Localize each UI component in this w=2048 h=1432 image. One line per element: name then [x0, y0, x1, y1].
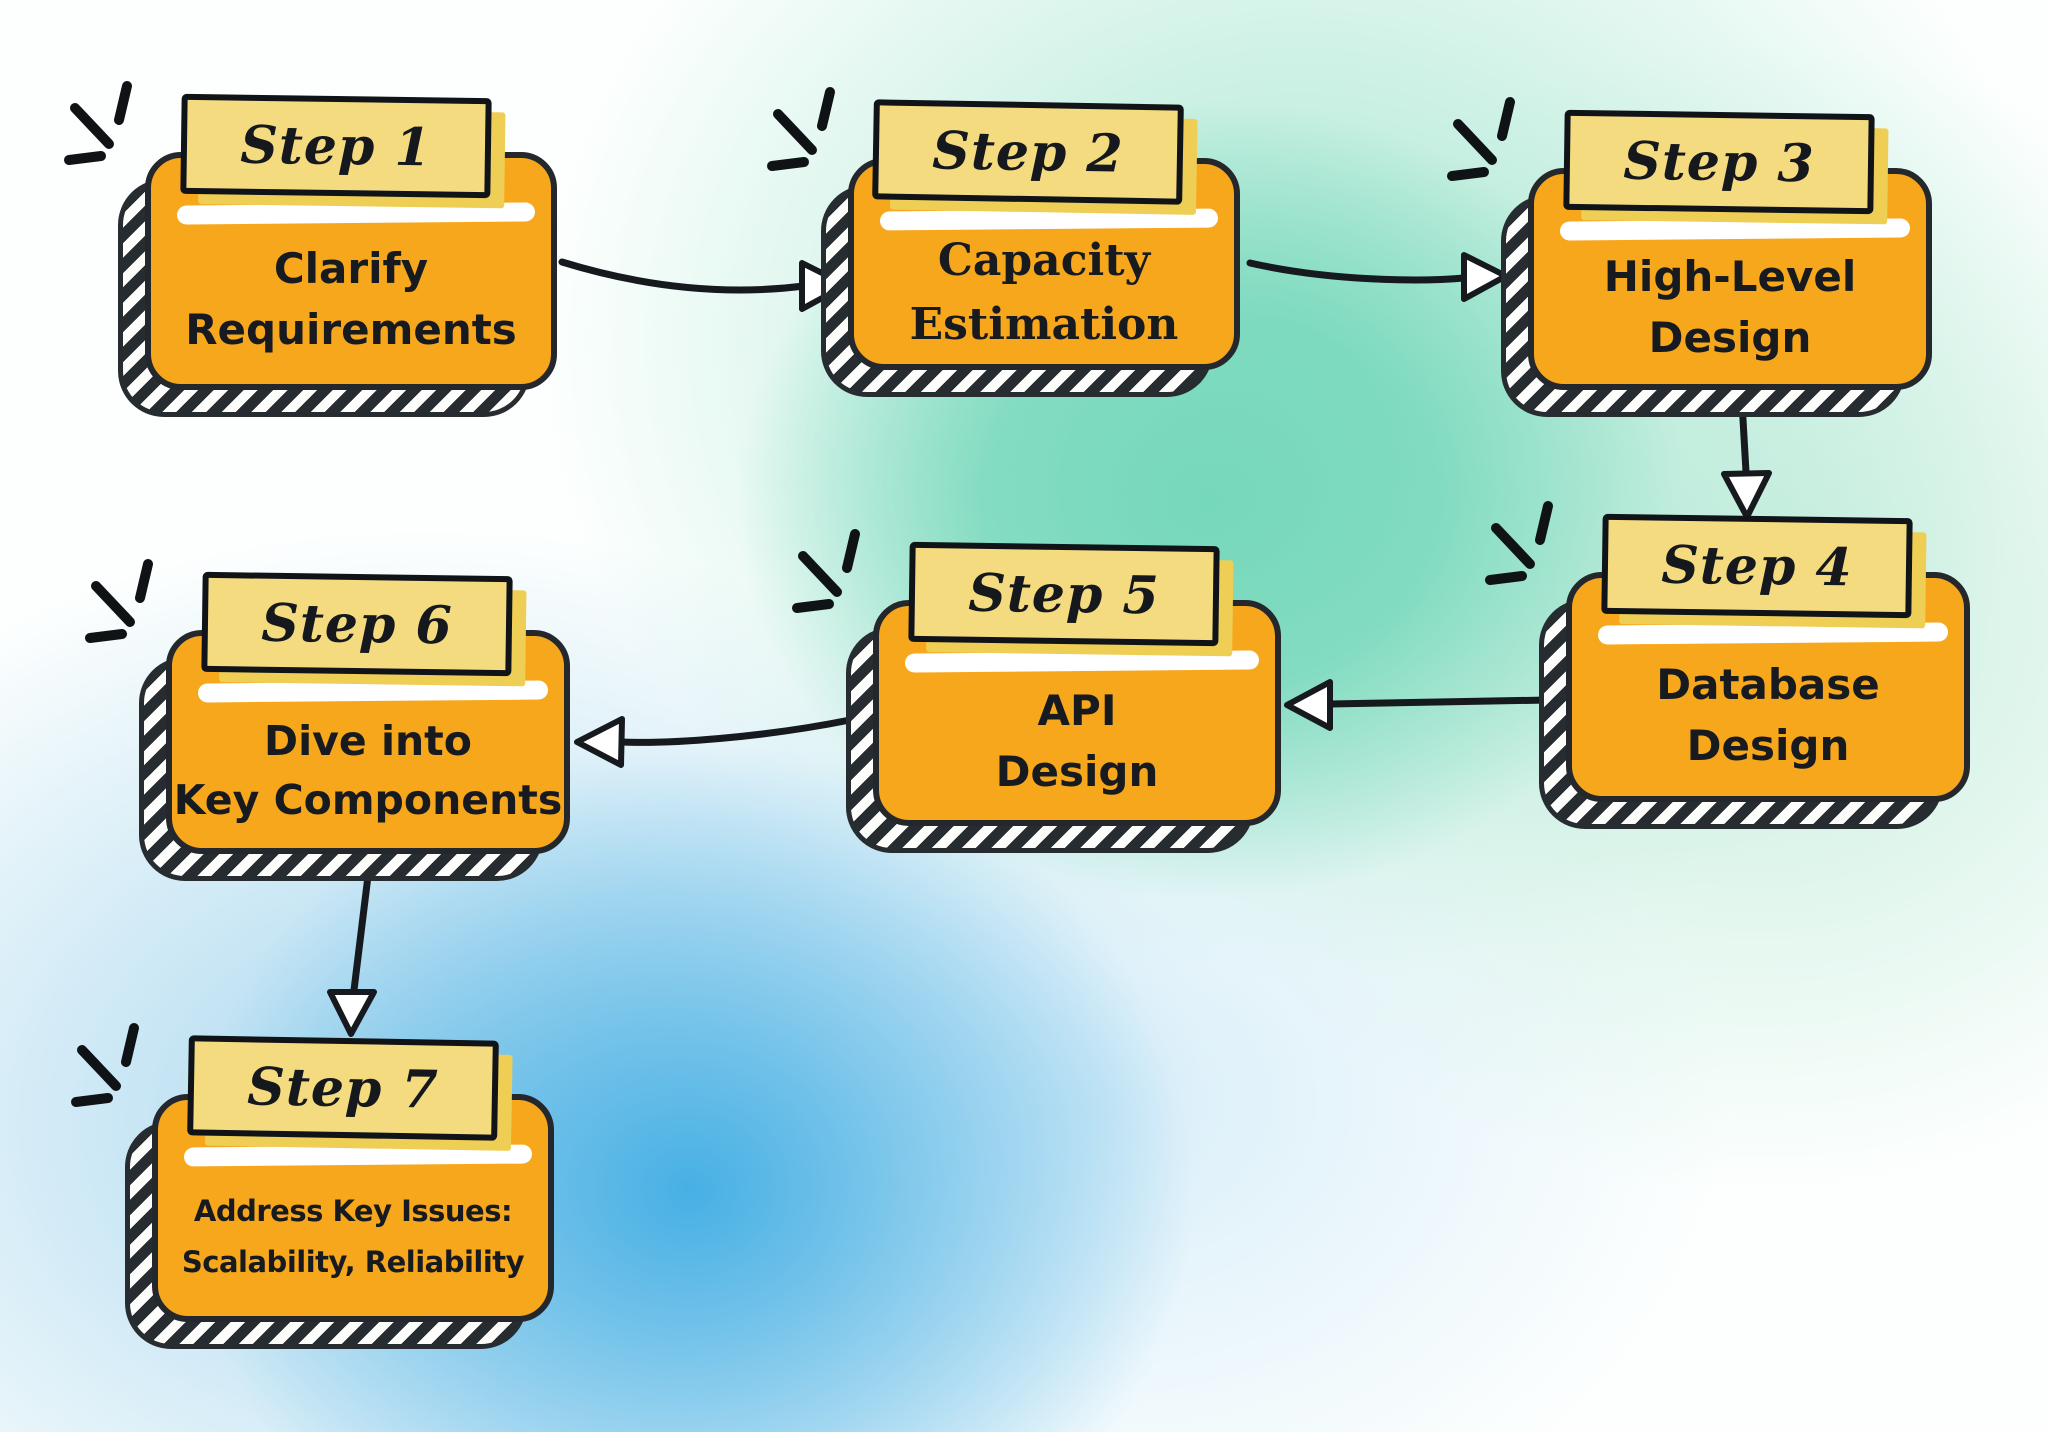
step-card-5: API Design Step 5	[792, 529, 1281, 853]
step-4-banner-label: Step 4	[1660, 534, 1854, 598]
banner-highlight	[183, 1144, 533, 1167]
banner-highlight	[904, 650, 1260, 673]
step-6-banner: Step 6	[201, 571, 513, 677]
step-5-title-line: Design	[995, 747, 1159, 796]
step-5-banner: Step 5	[908, 541, 1220, 647]
step-card-6: Dive into Key Components Step 6	[85, 559, 570, 881]
step-7-title-line: Address Key Issues:	[193, 1194, 513, 1229]
banner-highlight	[176, 202, 536, 225]
step-7-title-line: Scalability, Reliability	[181, 1245, 525, 1279]
step-4-title-line: Design	[1686, 721, 1850, 770]
step-card-1: Clarify Requirements Step 1	[64, 81, 557, 417]
step-2-banner: Step 2	[872, 99, 1184, 205]
arrow-step-1-to-2	[558, 258, 849, 312]
sparkle-icon	[1485, 501, 1553, 585]
banner-highlight	[1559, 218, 1911, 241]
step-6-title-line: Dive into	[264, 716, 472, 765]
step-2-title-line: Estimation	[909, 299, 1179, 350]
step-2-title-line: Capacity	[937, 235, 1151, 287]
step-card-2: Capacity Estimation Step 2	[767, 87, 1240, 397]
step-3-title-line: High-Level	[1603, 252, 1857, 302]
step-7-banner: Step 7	[187, 1035, 499, 1141]
sparkle-icon	[767, 87, 835, 171]
sparkle-icon	[71, 1023, 139, 1107]
step-1-title-line: Requirements	[185, 305, 517, 354]
banner-highlight	[197, 680, 549, 703]
step-2-banner-label: Step 2	[931, 119, 1125, 185]
step-3-title-line: Design	[1648, 313, 1812, 362]
arrow-step-4-to-5	[1284, 679, 1552, 731]
step-card-7: Address Key Issues: Scalability, Reliabi…	[71, 1023, 554, 1349]
sparkle-icon	[1447, 97, 1515, 181]
step-1-title-line: Clarify	[273, 244, 429, 294]
sparkle-icon	[64, 81, 132, 165]
step-6-banner-label: Step 6	[260, 592, 454, 656]
step-4-banner: Step 4	[1601, 513, 1913, 619]
arrow-step-2-to-3	[1246, 252, 1509, 302]
step-card-3: High-Level Design Step 3	[1447, 97, 1932, 417]
step-3-banner-label: Step 3	[1622, 130, 1816, 194]
step-3-banner: Step 3	[1563, 109, 1875, 215]
step-1-banner: Step 1	[180, 93, 492, 199]
step-7-banner-label: Step 7	[246, 1055, 440, 1121]
step-5-banner-label: Step 5	[967, 562, 1161, 626]
arrow-step-5-to-6	[574, 716, 854, 768]
arrow-step-6-to-7	[327, 872, 377, 1037]
step-card-4: Database Design Step 4	[1485, 501, 1970, 829]
banner-highlight	[879, 208, 1219, 231]
step-6-title-line: Key Components	[173, 776, 563, 824]
sparkle-icon	[792, 529, 860, 613]
banner-highlight	[1597, 622, 1949, 645]
step-1-banner-label: Step 1	[239, 114, 433, 178]
step-5-title-line: API	[1037, 686, 1117, 736]
arrow-step-3-to-4	[1721, 398, 1772, 520]
step-4-title-line: Database	[1656, 660, 1880, 710]
sparkle-icon	[85, 559, 153, 643]
